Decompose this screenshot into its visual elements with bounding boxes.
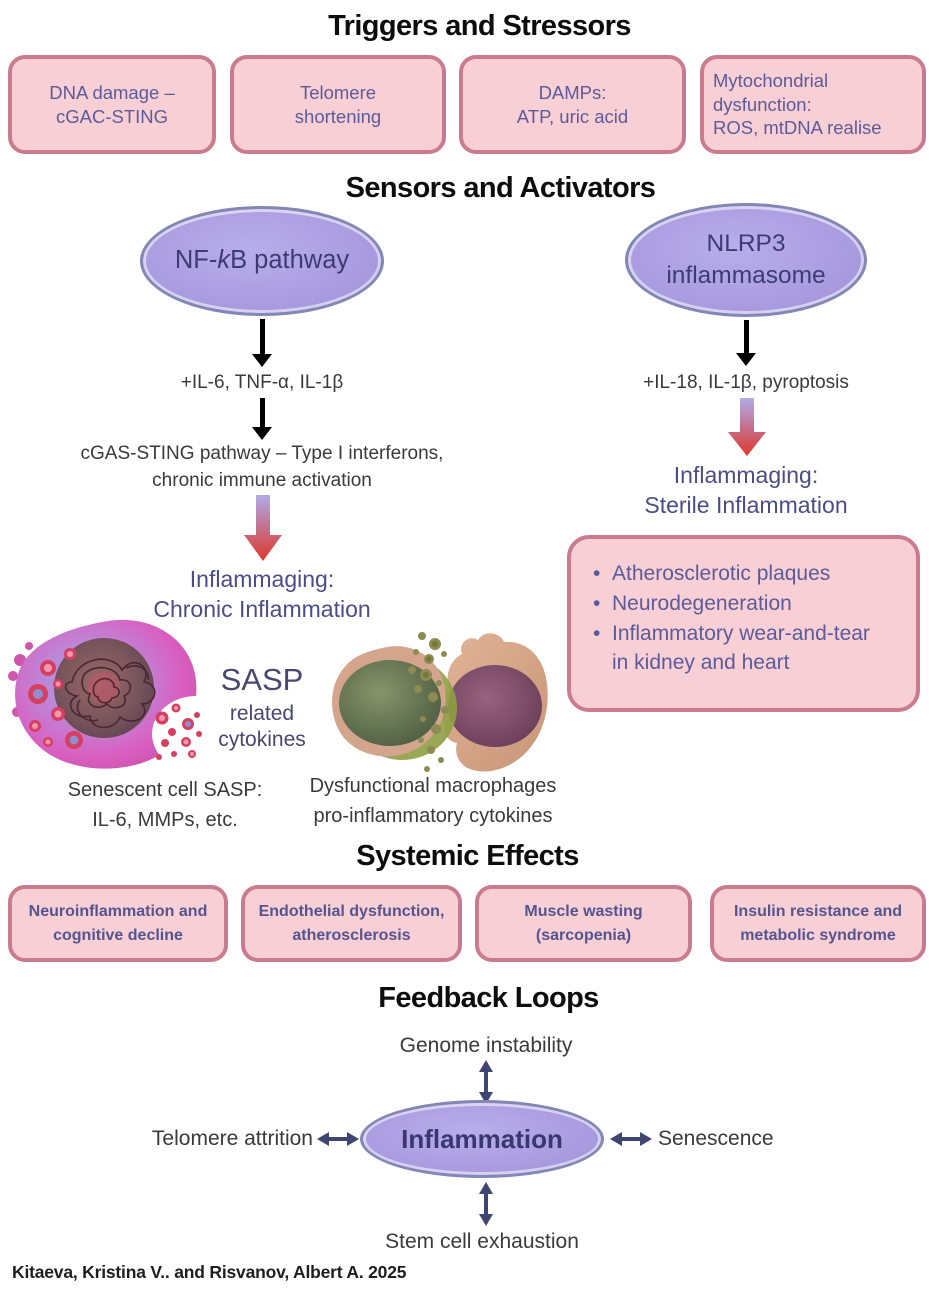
down-arrow-icon — [252, 319, 272, 367]
trigger-box-telomere: Telomere shortening — [230, 55, 446, 154]
sasp-label-cytokines: cytokines — [218, 728, 306, 751]
effects-list-item: Atherosclerotic plaques — [591, 559, 904, 589]
section-title-triggers: Triggers and Stressors — [328, 10, 631, 42]
senescent-cell-caption: Senescent cell SASP: IL-6, MMPs, etc. — [67, 779, 263, 831]
nfkb-label-suffix: B pathway — [230, 246, 350, 275]
systemic-box-insulin: Insulin resistance and metabolic syndrom… — [710, 885, 926, 962]
systemic-box-muscle: Muscle wasting (sarcopenia) — [475, 885, 692, 962]
feedback-genome-label: Genome instability — [399, 1034, 573, 1057]
systemic-box-label: Insulin resistance and metabolic syndrom… — [733, 903, 903, 944]
citation-text: Kitaeva, Kristina V.. and Risvanov, Albe… — [12, 1262, 407, 1282]
inflammation-ellipse: Inflammation — [360, 1100, 604, 1178]
sterile-inflammation-effects-box: Atherosclerotic plaques Neurodegeneratio… — [567, 535, 920, 712]
gradient-arrow-icon — [244, 495, 282, 561]
down-arrow-icon — [252, 398, 272, 440]
sasp-label-big: SASP — [220, 662, 304, 697]
nfkb-pathway-label: NF-kB pathway — [175, 244, 349, 278]
macrophage-caption: Dysfunctional macrophages pro-inflammato… — [309, 775, 557, 827]
systemic-box-neuroinflammation: Neuroinflammation and cognitive decline — [8, 885, 228, 962]
nfkb-cytokines-text: +IL-6, TNF-α, IL-1β — [180, 372, 344, 393]
nlrp3-inflammasome-label: NLRP3 inflammasome — [666, 229, 826, 289]
trigger-box-label: Mytochondrial dysfunction: ROS, mtDNA re… — [713, 69, 882, 139]
nlrp3-cytokines-text: +IL-18, IL-1β, pyroptosis — [643, 372, 849, 393]
systemic-box-endothelial: Endothelial dysfunction, atherosclerosis — [241, 885, 462, 962]
nfkb-label-prefix: NF- — [174, 246, 218, 275]
trigger-box-dna-damage: DNA damage – cGAC-STING — [8, 55, 216, 154]
nlrp3-inflammasome-ellipse: NLRP3 inflammasome — [625, 203, 867, 317]
feedback-telomere-label: Telomere attrition — [151, 1127, 313, 1150]
inflammaging-sterile-text: Inflammaging: Sterile Inflammation — [644, 462, 848, 519]
feedback-senescence-label: Senescence — [658, 1127, 774, 1150]
double-arrow-horizontal-icon — [317, 1132, 359, 1146]
systemic-box-label: Neuroinflammation and cognitive decline — [28, 903, 208, 944]
trigger-box-label: DNA damage – cGAC-STING — [49, 81, 175, 127]
down-arrow-icon — [736, 320, 756, 366]
effects-list: Atherosclerotic plaques Neurodegeneratio… — [571, 539, 916, 678]
senescent-cell-illustration — [8, 619, 212, 772]
effects-list-item: Neurodegeneration — [591, 589, 904, 619]
trigger-box-damps: DAMPs: ATP, uric acid — [459, 55, 686, 154]
double-arrow-horizontal-icon — [610, 1132, 652, 1146]
trigger-box-label: Telomere shortening — [294, 81, 382, 127]
double-arrow-vertical-icon — [479, 1182, 493, 1226]
gradient-arrow-icon — [728, 398, 766, 456]
cgas-sting-text: cGAS-STING pathway – Type I interferons,… — [80, 443, 444, 491]
feedback-stemcell-label: Stem cell exhaustion — [385, 1230, 579, 1253]
nfkb-label-kappa: k — [217, 246, 231, 275]
trigger-box-mitochondrial: Mytochondrial dysfunction: ROS, mtDNA re… — [700, 55, 926, 154]
section-title-systemic: Systemic Effects — [356, 840, 579, 872]
systemic-box-label: Endothelial dysfunction, atherosclerosis — [258, 903, 445, 944]
inflammaging-chronic-text: Inflammaging: Chronic Inflammation — [153, 566, 371, 623]
sasp-label-related: related — [229, 702, 295, 725]
systemic-box-label: Muscle wasting (sarcopenia) — [524, 903, 643, 944]
section-title-sensors: Sensors and Activators — [345, 172, 656, 204]
trigger-box-label: DAMPs: ATP, uric acid — [516, 81, 629, 127]
effects-list-item: Inflammatory wear-and-tear in kidney and… — [591, 619, 904, 679]
inflammation-label: Inflammation — [401, 1123, 563, 1154]
section-title-feedback: Feedback Loops — [378, 982, 599, 1014]
double-arrow-vertical-icon — [479, 1060, 493, 1104]
macrophage-illustration — [332, 632, 548, 772]
nfkb-pathway-ellipse: NF-kB pathway — [140, 206, 384, 316]
